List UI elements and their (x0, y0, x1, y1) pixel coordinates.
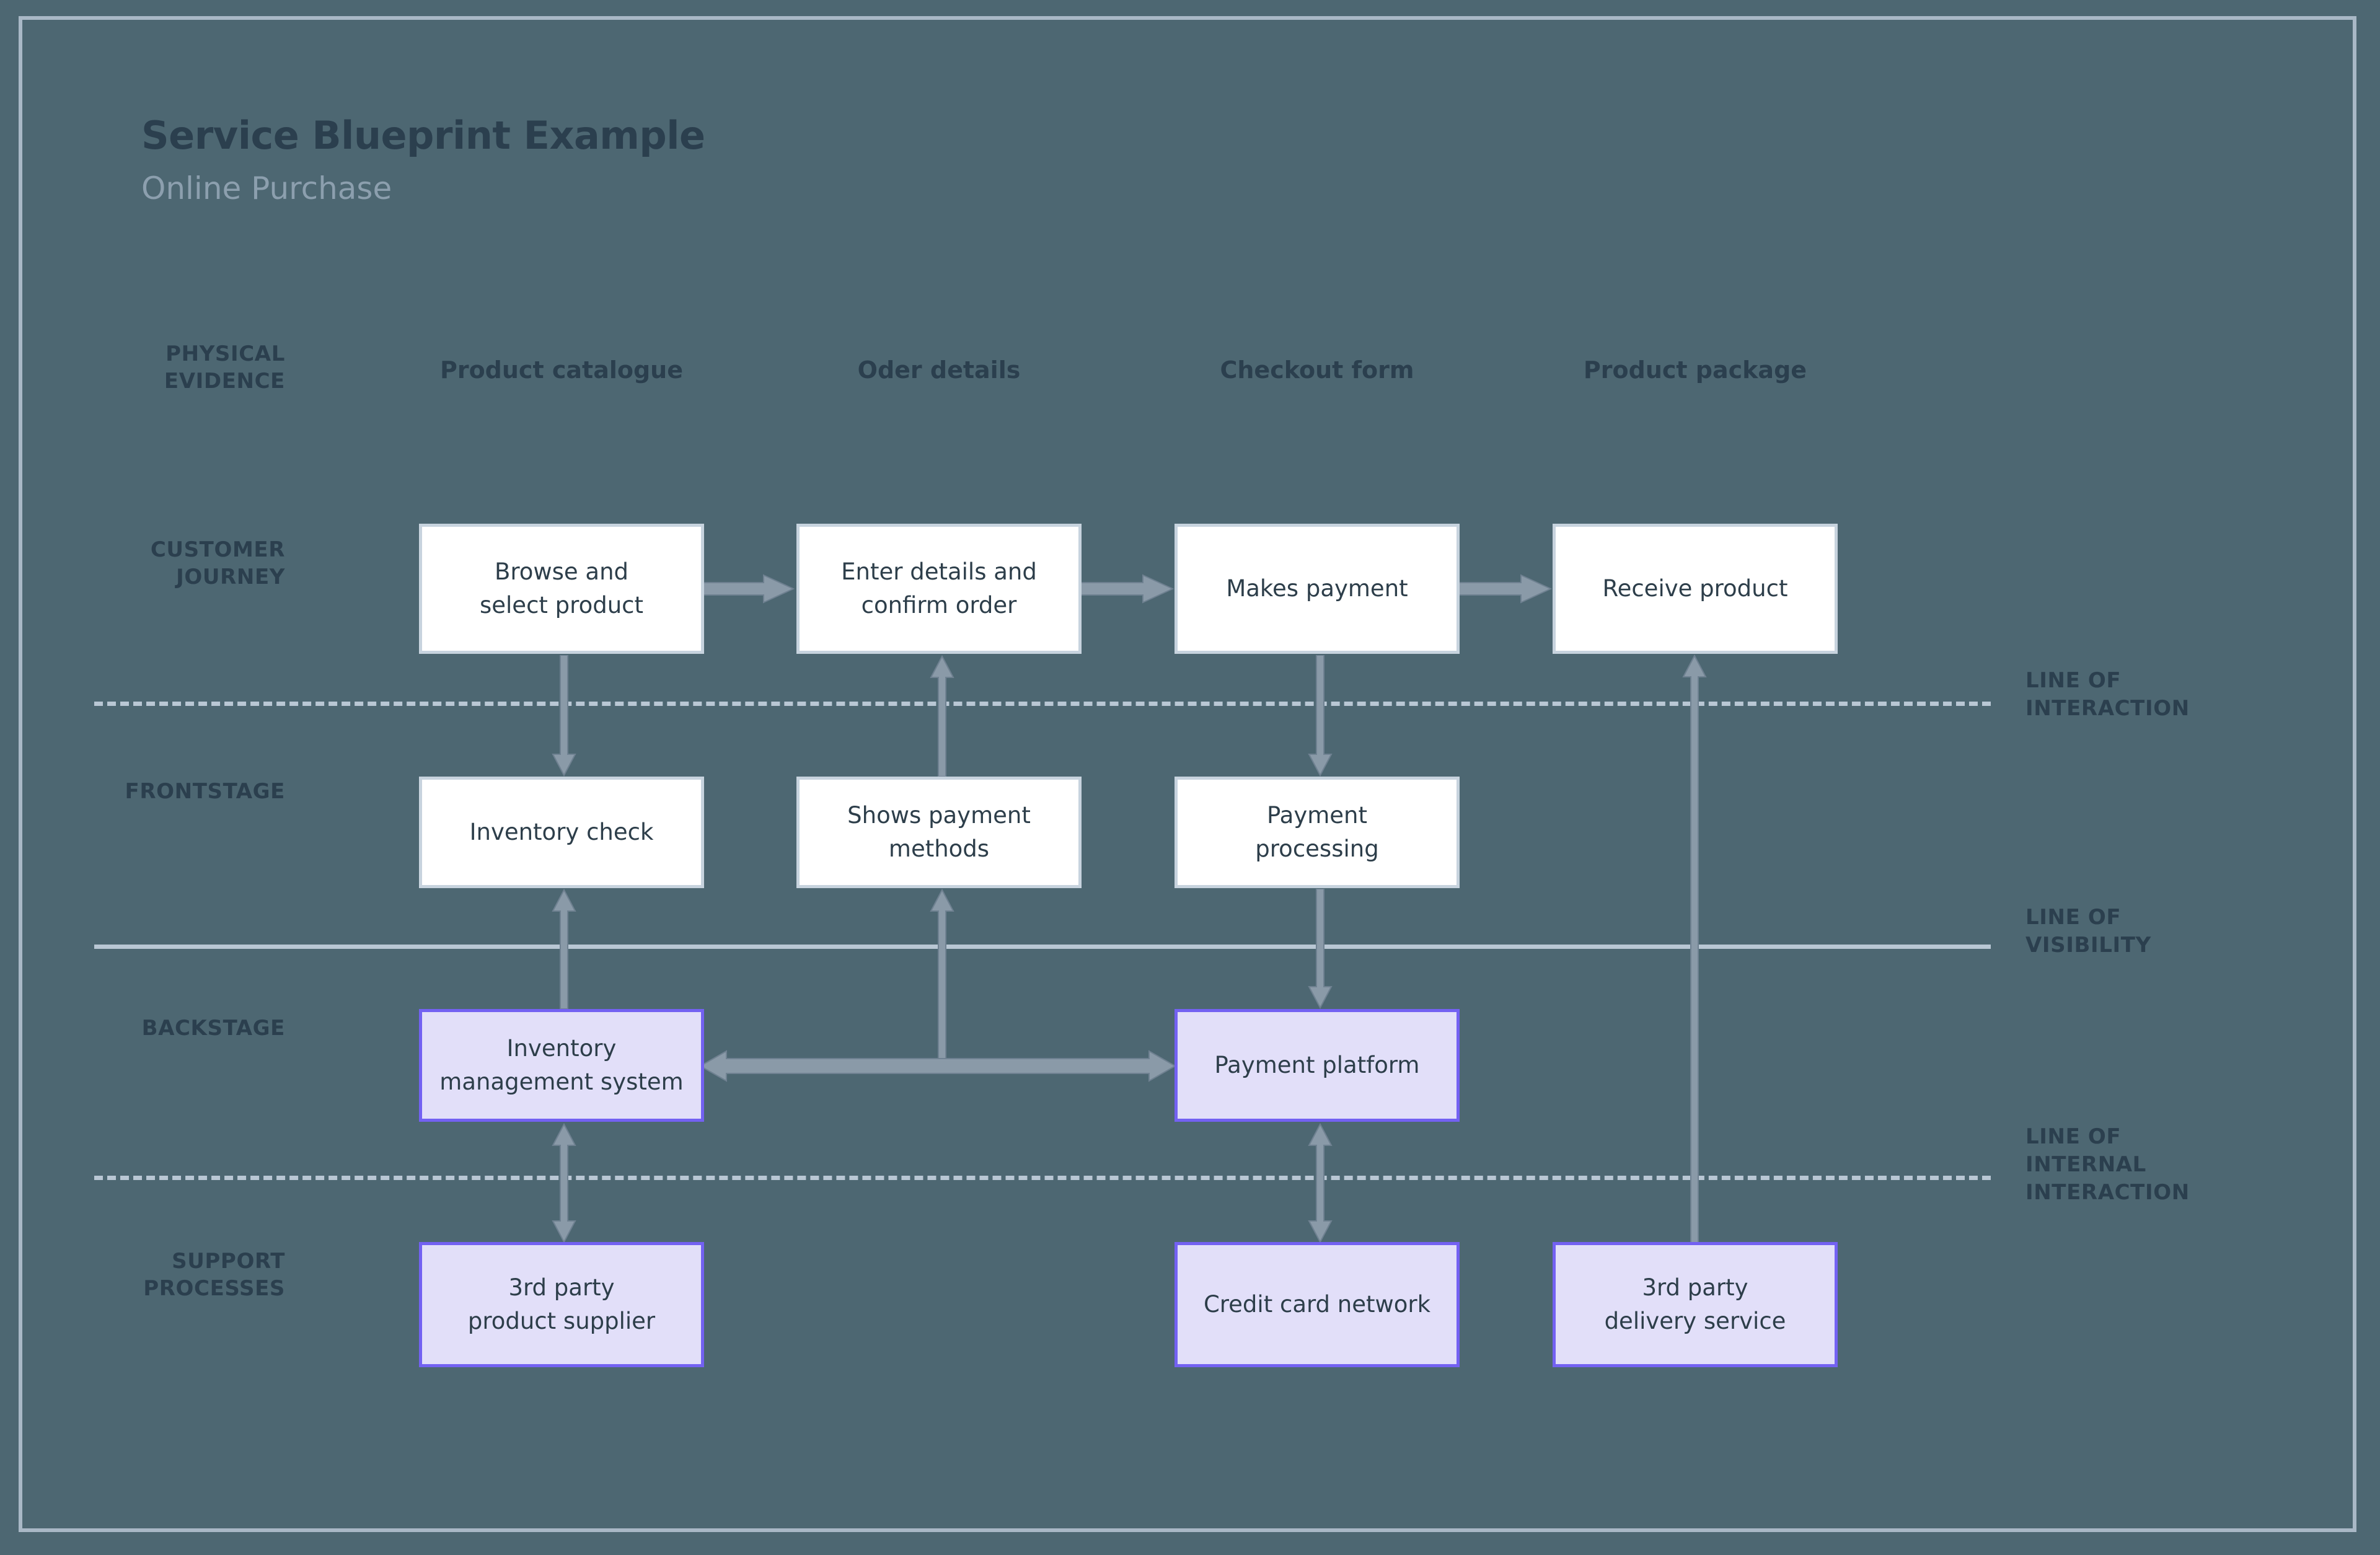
physical-evidence-oder-details: Oder details (857, 356, 1021, 384)
connector-shows-payment-to-enter-details (928, 655, 956, 777)
row-label-frontstage: FRONTSTAGE (125, 779, 285, 804)
node-payment-processing[interactable]: Payment processing (1175, 777, 1460, 888)
row-label-backstage: BACKSTAGE (141, 1016, 285, 1041)
node-inventory-check[interactable]: Inventory check (419, 777, 704, 888)
node-shows-payment-methods[interactable]: Shows payment methods (796, 777, 1082, 888)
line-of-internal-interaction-divider (94, 1176, 1991, 1180)
node-credit-card-network[interactable]: Credit card network (1175, 1242, 1460, 1367)
connector-backstage-bus-to-shows-payment (928, 889, 956, 1062)
row-label-customer-journey: CUSTOMER JOURNEY (150, 537, 285, 589)
physical-evidence-checkout-form: Checkout form (1220, 356, 1414, 384)
connector-browse-to-enter (699, 574, 795, 604)
node-payment-platform[interactable]: Payment platform (1175, 1009, 1460, 1122)
line-label-internal-interaction: LINE OF INTERNAL INTERACTION (2025, 1124, 2190, 1205)
connector-inventory-system-to-payment-platform (699, 1047, 1176, 1085)
connector-browse-to-inventory-check (550, 655, 578, 777)
line-label-interaction: LINE OF INTERACTION (2025, 668, 2190, 721)
page-title: Service Blueprint Example (141, 113, 705, 158)
connector-payment-to-receive (1457, 574, 1552, 604)
row-label-physical-evidence: PHYSICAL EVIDENCE (164, 341, 285, 394)
node-enter-details-and-confirm-order[interactable]: Enter details and confirm order (796, 524, 1082, 654)
line-label-visibility: LINE OF VISIBILITY (2025, 905, 2151, 958)
node-3rd-party-delivery-service[interactable]: 3rd party delivery service (1553, 1242, 1838, 1367)
physical-evidence-product-package: Product package (1583, 356, 1807, 384)
node-makes-payment[interactable]: Makes payment (1175, 524, 1460, 654)
connector-payment-platform-to-credit-card-network (1307, 1123, 1334, 1243)
physical-evidence-product-catalogue: Product catalogue (439, 356, 683, 384)
node-inventory-management-system[interactable]: Inventory management system (419, 1009, 704, 1122)
node-receive-product[interactable]: Receive product (1553, 524, 1838, 654)
connector-payment-processing-to-payment-platform (1307, 889, 1334, 1009)
node-browse-and-select-product[interactable]: Browse and select product (419, 524, 704, 654)
node-3rd-party-product-supplier[interactable]: 3rd party product supplier (419, 1242, 704, 1367)
connector-delivery-service-to-receive-product (1681, 654, 1708, 1249)
connector-inventory-system-to-product-supplier (550, 1123, 578, 1243)
connector-enter-to-payment (1078, 574, 1174, 604)
connector-inventory-system-to-inventory-check (550, 889, 578, 1009)
row-label-support-processes: SUPPORT PROCESSES (143, 1249, 285, 1301)
page-subtitle: Online Purchase (141, 170, 392, 206)
line-of-visibility-divider (94, 945, 1991, 949)
line-of-interaction-divider (94, 702, 1991, 706)
connector-makes-payment-to-payment-processing (1307, 655, 1334, 777)
